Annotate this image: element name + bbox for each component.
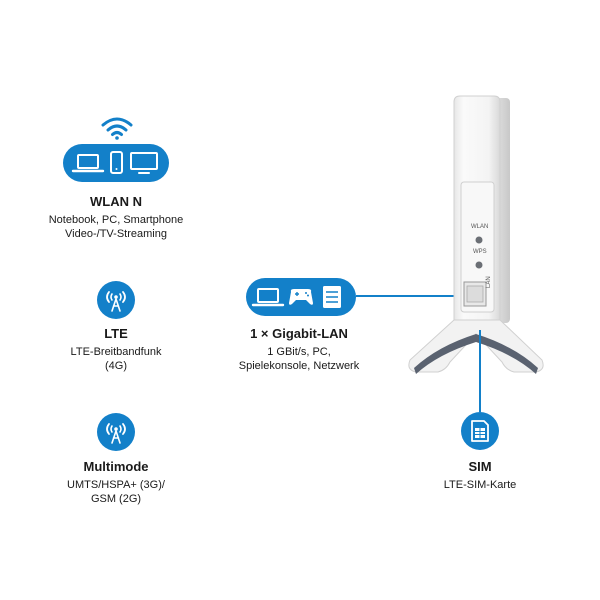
wlan-description: Notebook, PC, Smartphone Video-/TV-Strea… [49, 213, 184, 241]
sim-title: SIM [468, 459, 492, 474]
sim-description: LTE-SIM-Karte [444, 478, 517, 492]
sim-connector-line [479, 330, 481, 412]
wlan-line-2: Video-/TV-Streaming [65, 228, 167, 240]
multimode-title: Multimode [83, 459, 149, 474]
wlan-title: WLAN N [90, 194, 142, 209]
antenna-icon [97, 413, 135, 451]
wifi-icon [101, 117, 133, 140]
lte-title: LTE [104, 326, 128, 341]
antenna-icon [97, 281, 135, 319]
smartphone-icon [110, 151, 123, 174]
lan-connector-line [356, 295, 466, 297]
lte-line-2: (4G) [105, 360, 127, 372]
laptop-icon [71, 154, 105, 173]
wlan-line-1: Notebook, PC, Smartphone [48, 214, 184, 226]
gamepad-icon [289, 289, 313, 305]
lte-line-1: LTE-Breitbandfunk [70, 346, 162, 358]
monitor-icon [130, 152, 158, 174]
lte-description: LTE-Breitbandfunk (4G) [71, 345, 162, 373]
lan-line-1: 1 GBit/s, PC, [267, 346, 331, 358]
server-icon [323, 286, 341, 308]
wlan-devices-badge [63, 144, 169, 182]
lan-title: 1 × Gigabit-LAN [250, 326, 348, 341]
sim-line-1: LTE-SIM-Karte [443, 479, 517, 491]
multimode-description: UMTS/HSPA+ (3G)/ GSM (2G) [67, 478, 165, 506]
lte-router-device [408, 95, 544, 374]
multimode-line-2: GSM (2G) [90, 493, 142, 505]
device-wps-led-label: WPS [473, 249, 487, 255]
multimode-line-1: UMTS/HSPA+ (3G)/ [67, 479, 165, 491]
lan-description: 1 GBit/s, PC, Spielekonsole, Netzwerk [239, 345, 359, 373]
lan-devices-badge [246, 278, 356, 316]
lan-line-2: Spielekonsole, Netzwerk [238, 360, 360, 372]
laptop-icon [251, 288, 285, 307]
device-wlan-led-label: WLAN [471, 224, 489, 230]
device-lan-port-label: LAN [486, 276, 492, 288]
sim-card-icon [461, 412, 499, 450]
